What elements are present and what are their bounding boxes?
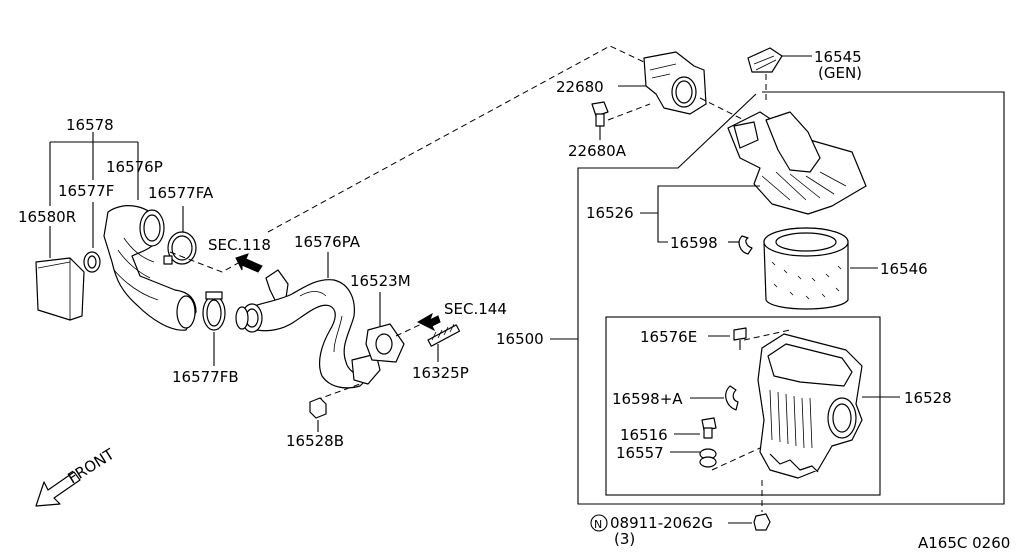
callout-16577FB: 16577FB — [172, 368, 239, 386]
callout-16598: 16598 — [670, 234, 718, 252]
callout-16516: 16516 — [620, 426, 668, 444]
callout-16577FA: 16577FA — [148, 184, 214, 202]
callout-qty: (3) — [614, 530, 635, 548]
callout-16577F: 16577F — [58, 182, 114, 200]
callout-16580R: 16580R — [18, 208, 76, 226]
front-indicator: FRONT — [35, 445, 119, 507]
part-16528B-nut — [309, 397, 327, 419]
callout-16546: 16546 — [880, 260, 928, 278]
arrow-sec118-icon — [235, 253, 263, 273]
part-16576PA-pipe — [253, 279, 367, 389]
callout-16557: 16557 — [616, 444, 664, 462]
maf-group: 22680 22680A — [556, 51, 745, 160]
part-16516-bolt — [701, 417, 717, 431]
leader-16578 — [49, 132, 139, 206]
nut-symbol-icon — [590, 514, 608, 532]
front-arrow-icon — [35, 471, 81, 507]
part-16598-clip — [738, 235, 753, 255]
callout-16598A: 16598+A — [612, 390, 683, 408]
callout-22680: 22680 — [556, 78, 604, 96]
callout-16576E: 16576E — [640, 328, 697, 346]
diagram-code: A165C 0260 — [918, 534, 1010, 552]
nut-symbol-label: N — [594, 518, 602, 531]
air-cleaner-assembly: 16500 16526 16598 16546 16528 — [496, 91, 1005, 531]
leader-16526 — [640, 185, 760, 243]
arrow-sec144-icon — [416, 312, 441, 332]
callout-16523M: 16523M — [350, 272, 411, 290]
intake-duct-group: 16578 16576P 16577F 16577FA 16580R 16577… — [18, 116, 239, 386]
callout-16545: 16545 — [814, 48, 862, 66]
resonator-group: 16576PA 16523M 16325P SEC.144 16528B — [235, 233, 507, 450]
callout-16576P: 16576P — [106, 158, 163, 176]
callout-16528: 16528 — [904, 389, 952, 407]
callout-16526: 16526 — [586, 204, 634, 222]
sec118-reference: SEC.118 — [169, 236, 271, 273]
front-label: FRONT — [65, 445, 119, 488]
frame-16528 — [605, 316, 881, 496]
callout-sec144: SEC.144 — [444, 300, 507, 318]
callout-16528B: 16528B — [286, 432, 344, 450]
callout-22680A: 22680A — [568, 142, 627, 160]
frame-16500 — [577, 91, 1005, 505]
part-16325P-stud — [427, 324, 461, 347]
callout-16325P: 16325P — [412, 364, 469, 382]
callout-16578: 16578 — [66, 116, 114, 134]
callout-08911-2062G: 08911-2062G — [610, 514, 713, 532]
part-16598A-clip — [725, 385, 739, 411]
callout-gen: (GEN) — [818, 64, 862, 82]
callout-sec118: SEC.118 — [208, 236, 271, 254]
part-16545-group: 16545 (GEN) — [747, 47, 862, 104]
callout-16500: 16500 — [496, 330, 544, 348]
part-08911-nut — [753, 513, 771, 531]
callout-08911-group: N 08911-2062G (3) — [590, 514, 752, 548]
part-16576E-grommet — [733, 327, 747, 341]
callout-16576PA: 16576PA — [294, 233, 361, 251]
part-22680A-bolt — [591, 101, 609, 117]
routing-line — [267, 45, 645, 233]
